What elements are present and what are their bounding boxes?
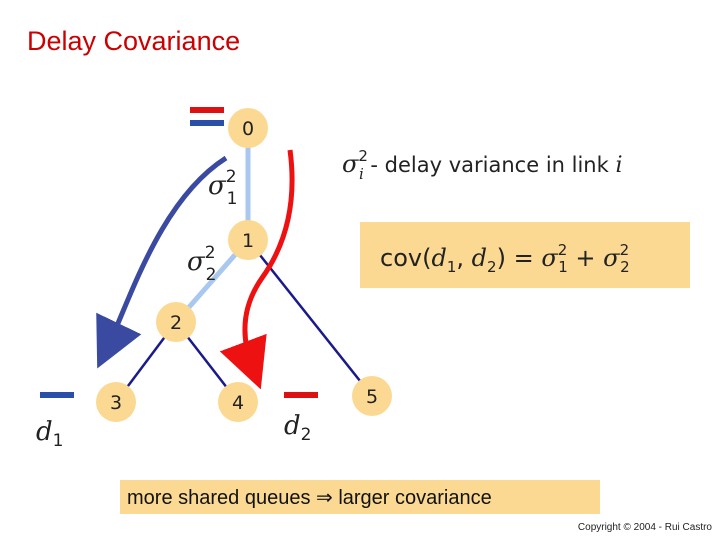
node-label: 2 (170, 312, 182, 334)
receiver-packet-d1 (40, 392, 74, 398)
link-1-5 (247, 239, 373, 397)
node-label: 0 (242, 118, 254, 140)
receiver-label-d2: d2 (284, 411, 311, 445)
probe-blue-root (190, 120, 224, 126)
probe-red-root (190, 107, 224, 113)
node-0: 0 (228, 108, 268, 148)
node-2: 2 (156, 302, 196, 342)
node-label: 1 (242, 230, 254, 252)
node-3: 3 (96, 382, 136, 422)
caption-text: more shared queues ⇒ larger covariance (127, 487, 492, 509)
path-to-d2 (219, 149, 295, 390)
slide-title: Delay Covariance (27, 26, 241, 56)
receiver-label-d1: d1 (36, 417, 63, 451)
node-label: 5 (366, 386, 378, 408)
formula-box (360, 222, 690, 288)
caption-box (120, 480, 600, 514)
receiver-packet-d2 (284, 392, 318, 398)
path-to-d1 (96, 155, 228, 369)
node-label: 4 (232, 392, 244, 414)
node-5: 5 (352, 376, 392, 416)
node-1: 1 (228, 220, 268, 260)
node-4: 4 (218, 382, 258, 422)
copyright-text: Copyright © 2004 - Rui Castro (577, 522, 712, 533)
node-label: 3 (110, 392, 122, 414)
